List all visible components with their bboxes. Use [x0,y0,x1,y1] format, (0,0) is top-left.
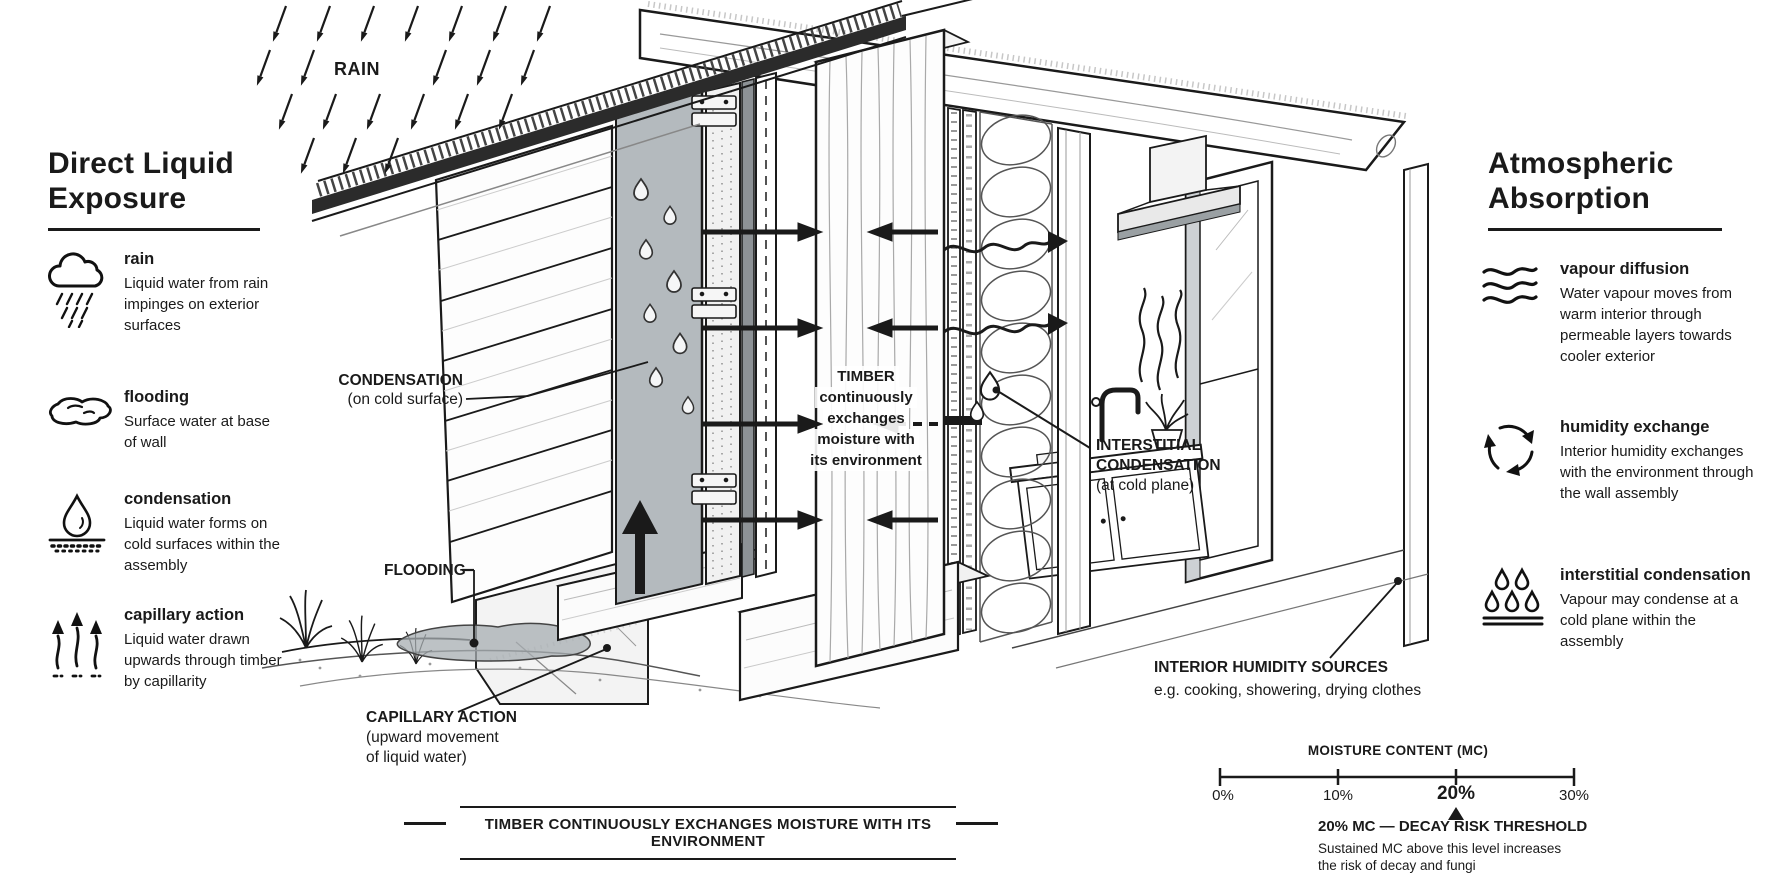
roof-beam [638,1,1407,172]
banner-right-dash [956,822,998,825]
legend-title: vapour diffusion [1560,260,1690,278]
bottom-banner: TIMBER CONTINUOUSLY EXCHANGES MOISTURE W… [460,806,956,860]
condensation-label: CONDENSATION (on cold surface) [338,372,463,408]
tick-0: 0% [1212,787,1234,804]
insulation-layer [979,111,1053,643]
corner-post [1403,162,1429,648]
flood-puddle [396,622,591,662]
cold-plane-marker [936,416,982,425]
right-panel-title: Atmospheric Absorption [1488,147,1674,215]
tick-10: 10% [1322,787,1354,804]
capillary-action-label: CAPILLARY ACTION (upward movement of liq… [366,709,517,766]
legend-desc: Surface water at base of wall [124,413,270,451]
interior-lining [1057,126,1091,636]
moisture-scale-title: MOISTURE CONTENT (MC) [1307,743,1489,758]
roof [311,0,973,237]
membrane-panel [615,90,704,606]
legend-title: flooding [124,388,190,406]
wood-grain [828,35,929,663]
tick-30: 30% [1558,787,1590,804]
banner-left-dash [404,822,446,825]
tap [1099,387,1141,443]
interior-floor [1011,549,1429,669]
left-panel-rule [48,228,260,231]
legend-item-condensation: condensation Liquid water forms on cold … [44,490,294,576]
interior-humidity-label: INTERIOR HUMIDITY SOURCES e.g. cooking, … [1154,659,1422,699]
plant-leaves [1145,393,1189,431]
batten-strips [705,71,777,586]
vapour-wavy-arrows [943,231,1068,336]
legend-desc: Liquid water forms on cold surfaces with… [124,515,280,574]
legend-desc: Vapour may condense at a cold plane with… [1560,591,1739,650]
legend-desc: Interior humidity exchanges with the env… [1560,443,1754,502]
legend-desc: Liquid water drawn upwards through timbe… [124,631,282,690]
legend-item-interstitial-condensation: interstitial condensation Vapour may con… [1480,566,1772,652]
moisture-scale-axis [1218,768,1576,820]
timber-exchange-label: TIMBER continuously exchanges moisture w… [790,366,942,471]
legend-item-vapour-diffusion: vapour diffusion Water vapour moves from… [1480,260,1772,367]
steam-squiggle [1156,295,1165,391]
interstitial-droplets [969,371,1091,449]
legend-title: condensation [124,490,232,508]
legend-desc: Liquid water from rain impinges on exter… [124,275,269,334]
left-panel: Direct Liquid Exposure [48,146,263,231]
steam-squiggle [1138,287,1147,383]
interstitial-condensation-label: INTERSTITIAL CONDENSATION (at cold plane… [1096,437,1221,494]
decay-threshold-desc-1: Sustained MC above this level increases [1318,841,1562,856]
flooding-label: FLOODING [384,562,466,579]
cladding [434,124,614,604]
right-panel-rule [1488,228,1722,231]
timber-stud [813,28,971,668]
leader-lines [457,361,1402,713]
legend-item-flooding: flooding Surface water at base of wall [44,388,294,453]
decay-threshold-desc-2: the risk of decay and fungi [1318,858,1476,873]
legend-item-capillary: capillary action Liquid water drawn upwa… [44,606,294,692]
legend-item-rain: rain Liquid water from rain impinges on … [44,250,294,336]
left-panel-title: Direct Liquid Exposure [48,147,234,215]
legend-title: humidity exchange [1560,418,1710,436]
sheathing-boards [947,106,977,639]
tick-20: 20% [1436,783,1476,804]
decay-threshold-title: 20% MC — DECAY RISK THRESHOLD [1318,818,1588,835]
threshold-marker-icon [1448,807,1464,820]
legend-title: rain [124,250,155,268]
legend-desc: Water vapour moves from warm interior th… [1560,285,1732,365]
rain-label: RAIN [334,59,380,79]
right-panel: Atmospheric Absorption [1488,146,1728,231]
moisture-arrows [702,222,938,530]
glazed-door [1184,160,1274,584]
legend-item-humidity-exchange: humidity exchange Interior humidity exch… [1480,418,1772,504]
legend-title: capillary action [124,606,245,624]
steam-squiggle [1174,289,1183,379]
legend-title: interstitial condensation [1560,566,1751,584]
